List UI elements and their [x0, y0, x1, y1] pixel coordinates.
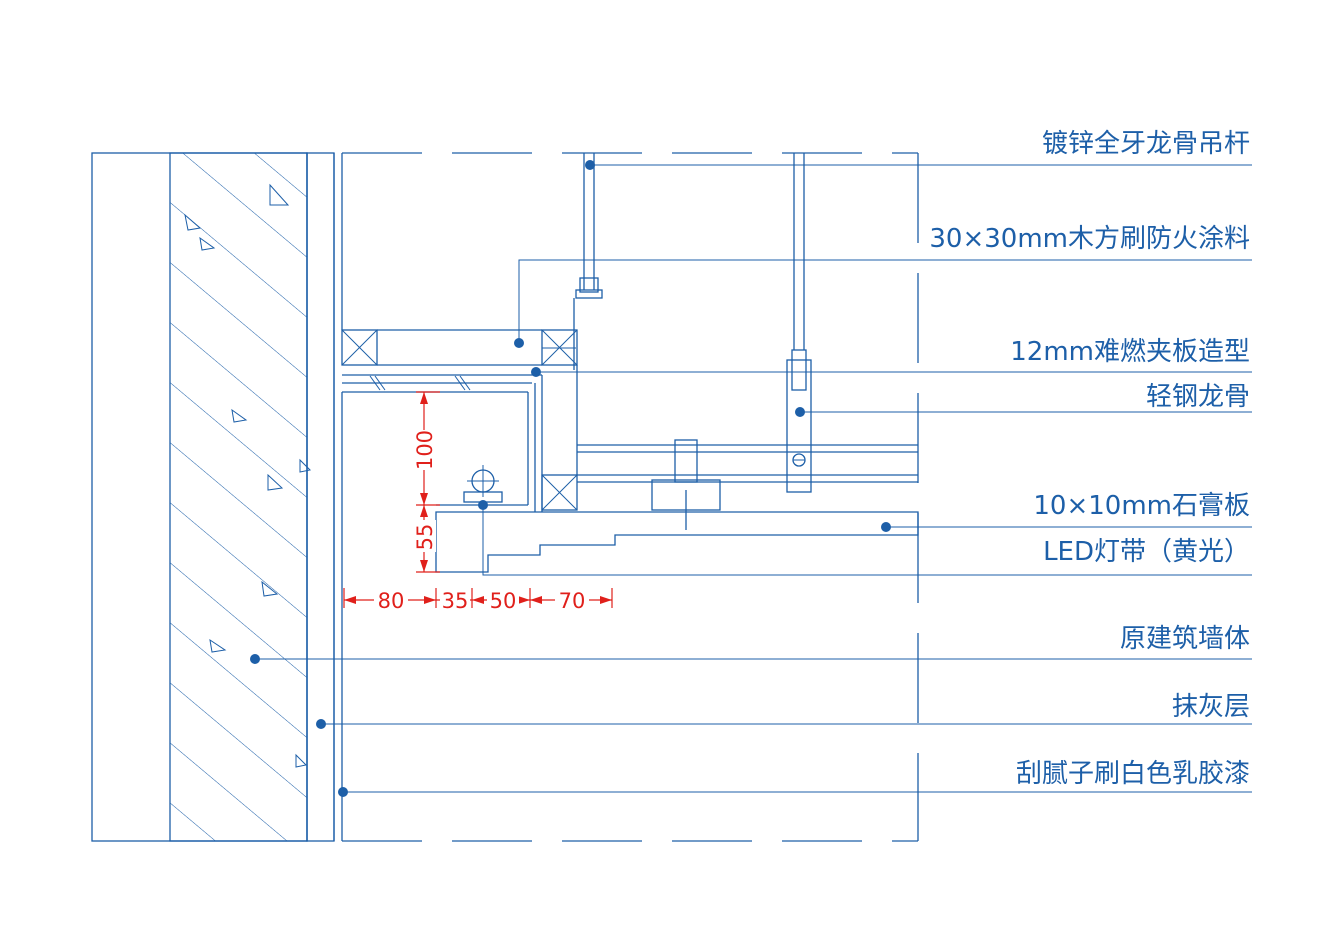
label-steel-keel: 轻钢龙骨 — [1146, 382, 1250, 412]
putty-paint-layer — [333, 153, 343, 841]
dim-vertical-55: 55 — [413, 524, 437, 551]
dim-h-35: 35 — [442, 589, 469, 613]
dim-h-80: 80 — [378, 589, 405, 613]
wood-battens — [341, 329, 578, 511]
dim-vertical-100: 100 — [413, 430, 437, 470]
label-plaster-layer: 抹灰层 — [1172, 692, 1250, 722]
gypsum-board — [435, 504, 919, 573]
horizontal-dimension: 80 35 50 70 — [343, 588, 613, 613]
label-led-strip: LED灯带（黄光） — [1043, 537, 1250, 567]
label-putty-paint: 刮腻子刷白色乳胶漆 — [1016, 759, 1250, 789]
original-wall — [91, 152, 312, 842]
light-steel-keel — [577, 439, 918, 530]
label-hanger-rod: 镀锌全牙龙骨吊杆 — [1042, 129, 1250, 159]
led-strip — [463, 465, 503, 503]
dim-h-70: 70 — [559, 589, 586, 613]
label-plywood: 12mm难燃夹板造型 — [1010, 337, 1250, 367]
label-original-wall: 原建筑墙体 — [1120, 624, 1250, 654]
plaster-layer — [306, 152, 335, 842]
label-wood-batten: 30×30mm木方刷防火涂料 — [929, 224, 1250, 254]
leaders — [250, 160, 1252, 797]
plywood-shape — [342, 365, 578, 512]
label-gypsum-board: 10×10mm石膏板 — [1033, 491, 1250, 521]
room-boundary — [342, 152, 919, 842]
hanger-rods — [573, 153, 812, 493]
dim-h-50: 50 — [490, 589, 517, 613]
vertical-dimension: 100 55 — [412, 391, 440, 573]
